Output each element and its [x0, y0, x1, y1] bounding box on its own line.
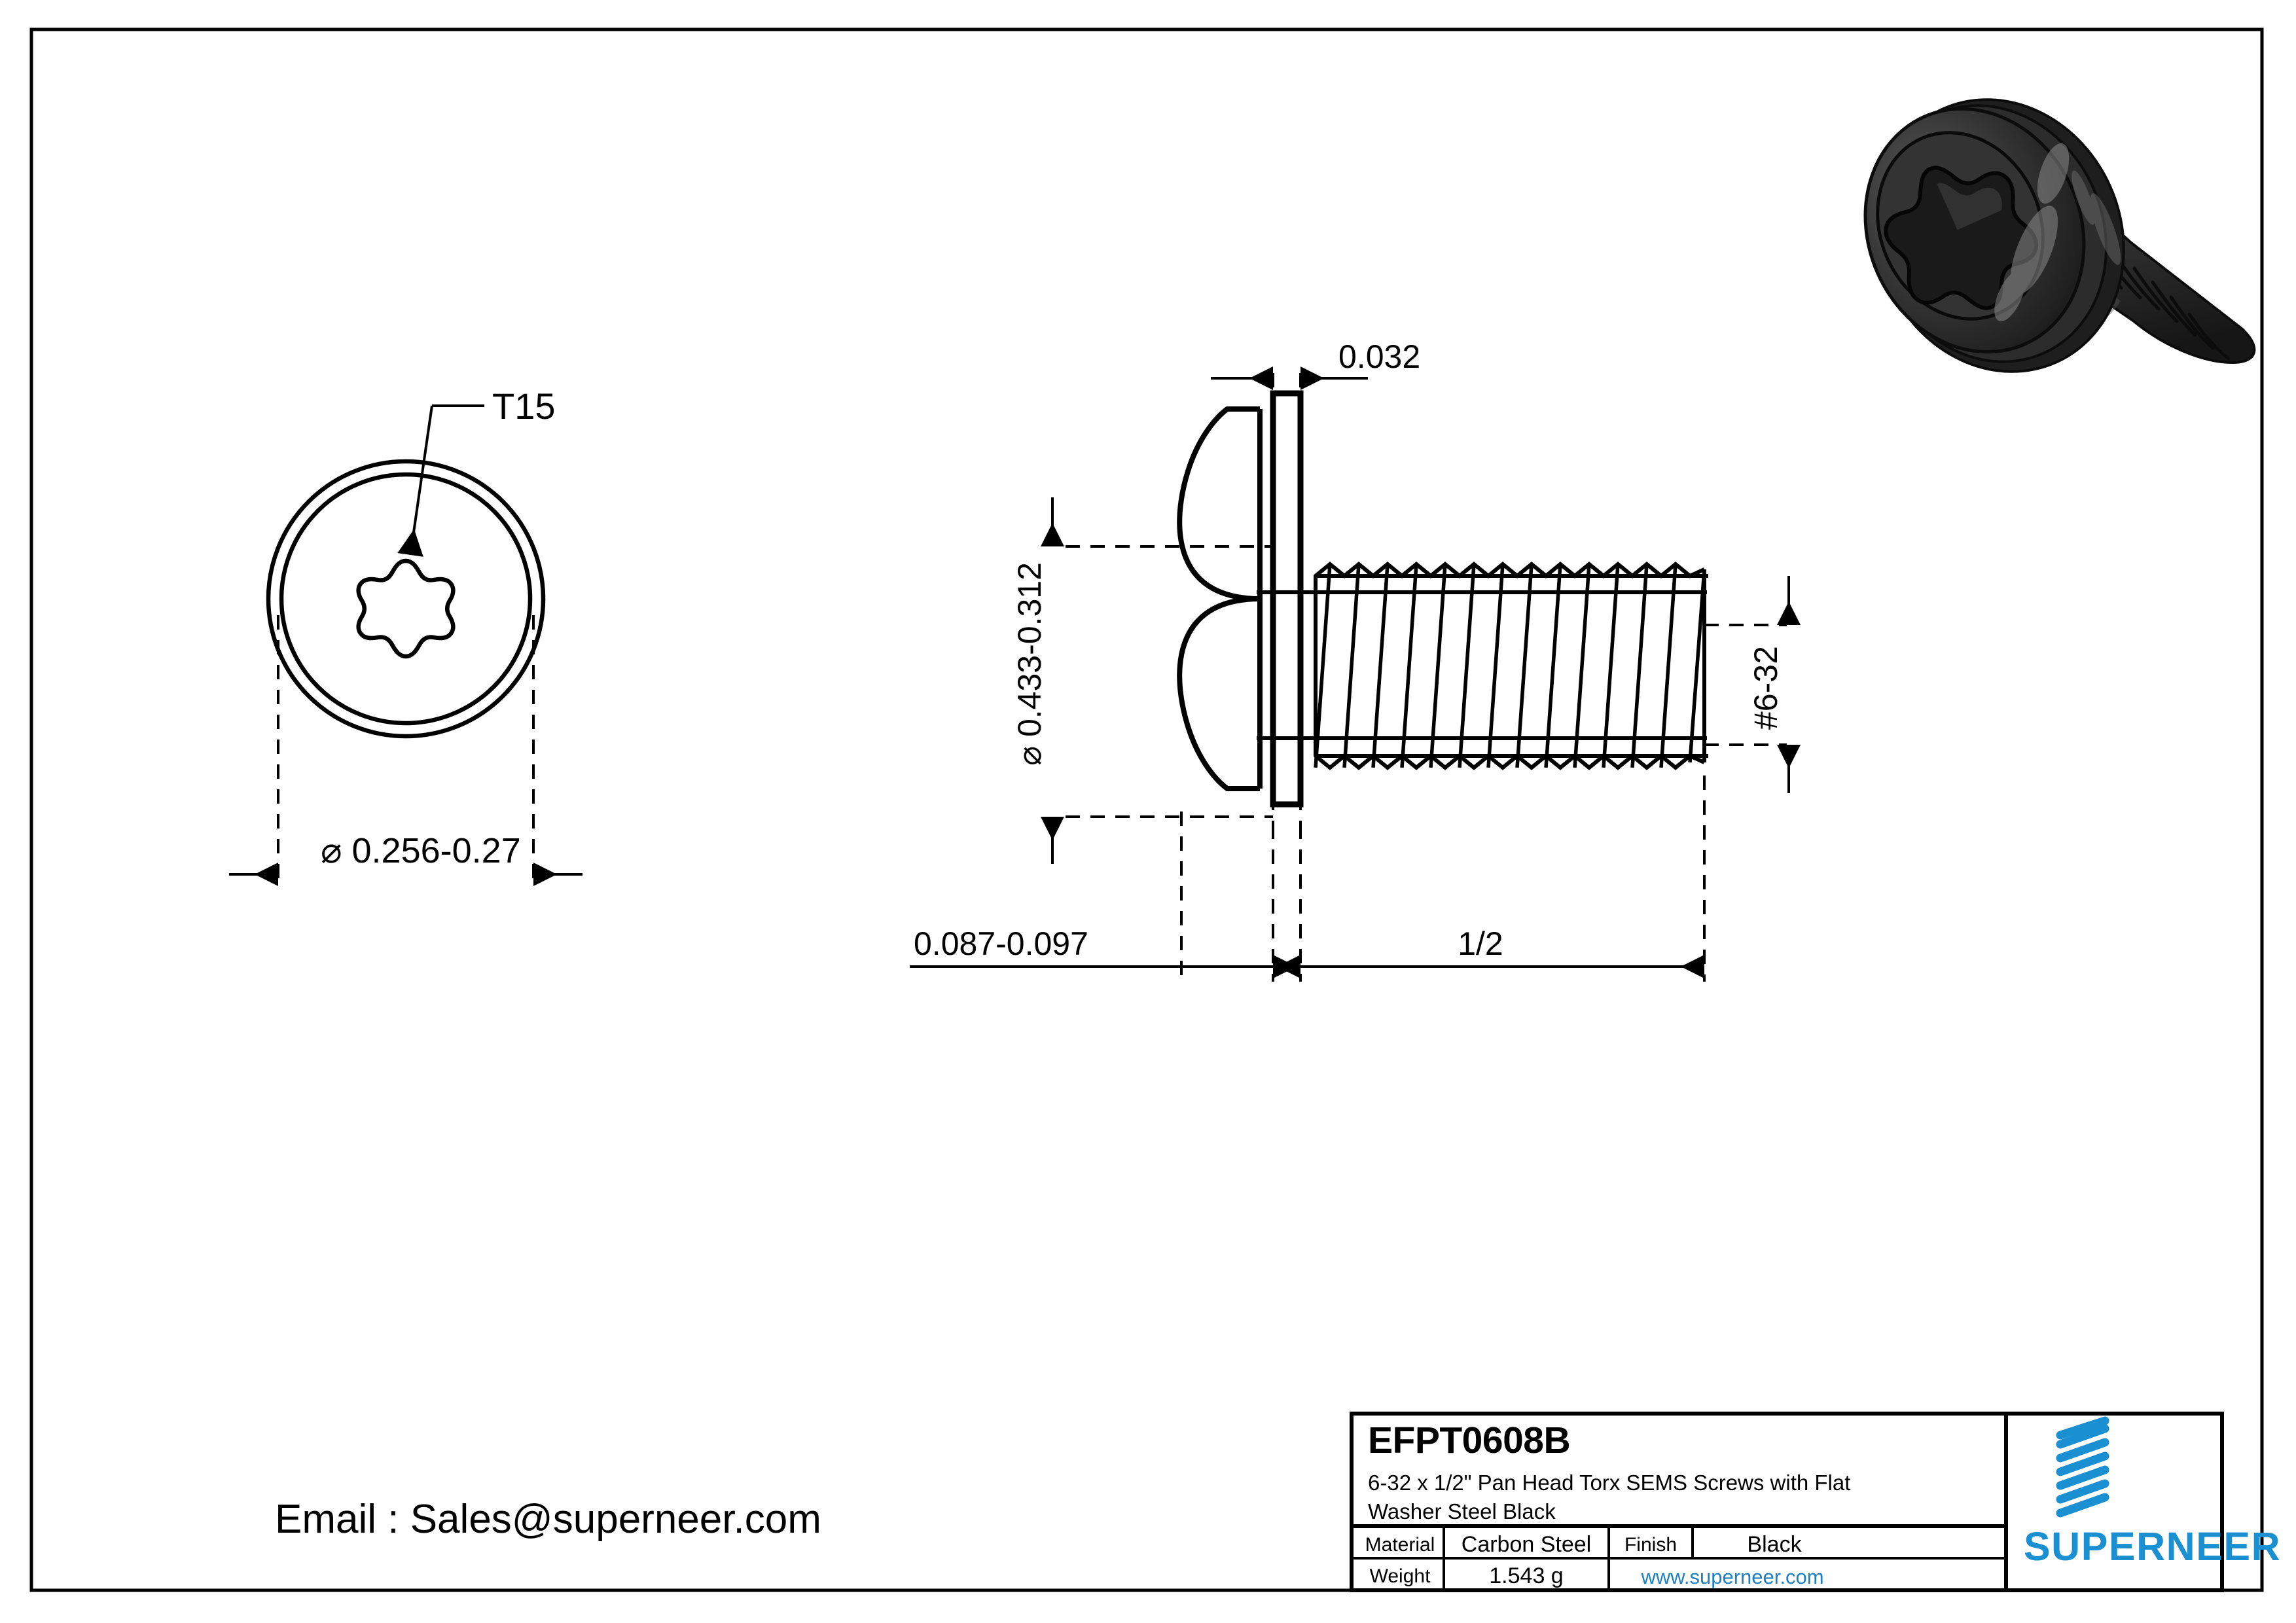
head-diameter-dim-label: ⌀ 0.433-0.312: [1011, 562, 1048, 766]
contact-email: Email : Sales@superneer.com: [275, 1497, 821, 1542]
superneer-logo-mark: [2056, 1416, 2109, 1518]
pan-head-profile: [1177, 406, 1261, 791]
weight-label: Weight: [1369, 1565, 1431, 1587]
side-view-group: 0.032 ⌀ 0.433-0.312 #6-32 0.087-0.097: [910, 338, 1801, 982]
thread-helix-lines: [1314, 563, 1706, 768]
finish-label: Finish: [1624, 1534, 1677, 1556]
brand-wordmark: SUPERNEER: [2024, 1524, 2282, 1569]
material-label: Material: [1365, 1534, 1435, 1556]
website-link[interactable]: www.superneer.com: [1641, 1565, 1824, 1588]
thread-teeth-bottom: [1314, 753, 1706, 770]
title-block-outer: [1350, 1412, 2224, 1592]
part-number: EFPT0608B: [1368, 1419, 1571, 1461]
weight-value: 1.543 g: [1489, 1563, 1564, 1588]
part-description-line-2: Washer Steel Black: [1368, 1499, 1556, 1524]
washer-outer-circle: [266, 459, 546, 739]
front-view-group: T15 ⌀ 0.256-0.27: [229, 385, 583, 886]
iso-head-highlights: [1994, 143, 2070, 322]
washer-thickness-dim-label: 0.032: [1338, 338, 1420, 375]
part-description-line-1: 6-32 x 1/2" Pan Head Torx SEMS Screws wi…: [1368, 1471, 1851, 1495]
title-block-frame: [1350, 1412, 2224, 1592]
head-circle: [279, 472, 533, 726]
sheet-border: [29, 27, 2264, 1592]
iso-torx-facet-highlight: [1937, 183, 2002, 230]
t15-callout-label: T15: [492, 385, 556, 427]
material-value: Carbon Steel: [1461, 1532, 1592, 1557]
thread-size-dim-label: #6-32: [1748, 646, 1784, 730]
front-diameter-dim-label: ⌀ 0.256-0.27: [321, 831, 521, 870]
thread-length-dim-label: 1/2: [1458, 925, 1503, 962]
head-height-dim-label: 0.087-0.097: [914, 925, 1088, 962]
flat-washer-profile: [1270, 390, 1304, 808]
iso-washer-highlights: [2072, 170, 2121, 265]
t15-leader-arrow: [397, 405, 433, 557]
torx-recess-shape: [356, 558, 456, 659]
iso-screw-render: [1863, 98, 2256, 373]
finish-value: Black: [1747, 1532, 1802, 1557]
thread-teeth-top: [1314, 562, 1706, 579]
